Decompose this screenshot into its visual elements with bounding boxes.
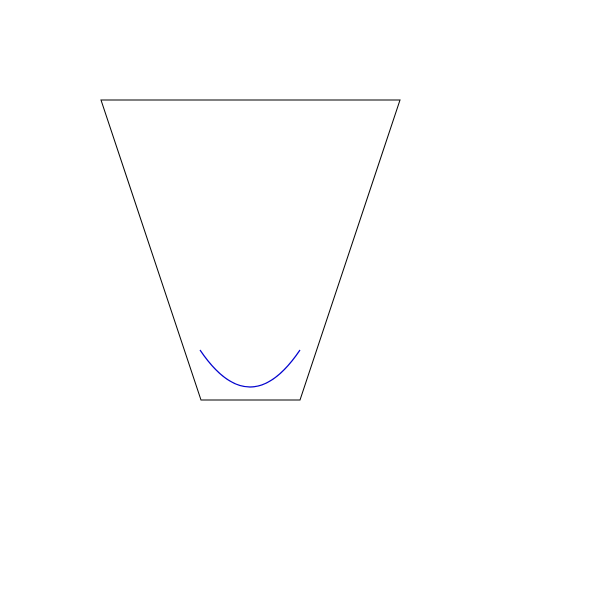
parabolic-curve <box>199 349 301 388</box>
trapezoid-container <box>100 99 401 401</box>
